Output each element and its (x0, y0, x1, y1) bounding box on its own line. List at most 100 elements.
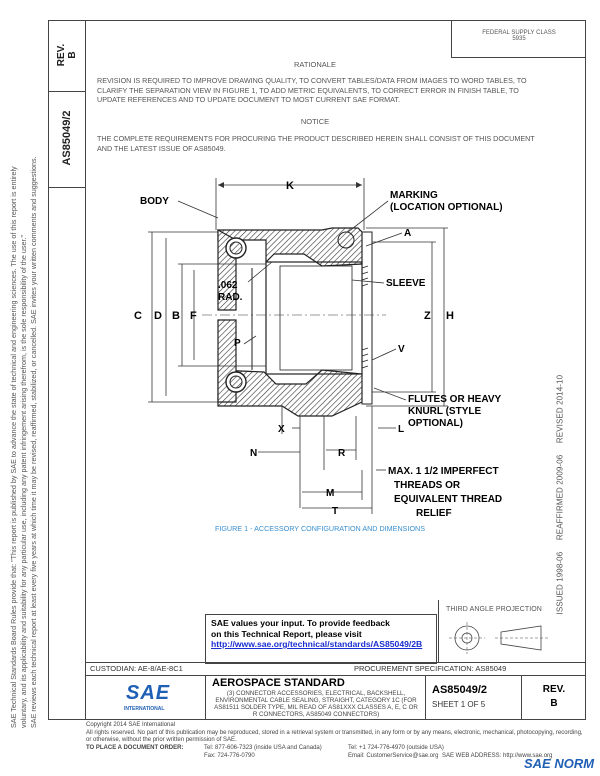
watermark: SAE NORM (524, 756, 595, 771)
side-rev-label: REV. (56, 43, 67, 67)
title-block: SAE INTERNATIONAL AEROSPACE STANDARD (3)… (86, 676, 586, 720)
left-side-column (48, 20, 86, 720)
label-flutes-1: FLUTES OR HEAVY (408, 394, 501, 405)
label-marking: MARKING (390, 190, 438, 201)
label-body: BODY (140, 196, 169, 207)
side-legal-text: SAE Technical Standards Board Rules prov… (2, 156, 46, 728)
feedback-link[interactable]: http://www.sae.org/technical/standards/A… (211, 639, 423, 649)
accessory-configuration-drawing: K C D B F Z (134, 178, 503, 519)
label-k: K (286, 180, 294, 192)
sae-logo-sub: INTERNATIONAL (124, 706, 165, 712)
label-threads-1: MAX. 1 1/2 IMPERFECT (388, 466, 499, 477)
feedback-box: SAE values your input. To provide feedba… (205, 614, 437, 664)
label-flutes-2: KNURL (STYLE (408, 406, 481, 417)
lower-screw-core (229, 375, 243, 389)
body-leader (177, 200, 219, 219)
aerospace-standard: AEROSPACE STANDARD (212, 677, 345, 689)
custodian-text: CUSTODIAN: AE-8/AE-8C1 (90, 664, 183, 673)
footer: Copyright 2014 SAE International All rig… (86, 722, 586, 761)
label-n: N (250, 448, 257, 459)
side-rev-value: B (67, 51, 78, 59)
label-sleeve: SLEEVE (386, 278, 426, 289)
projection-label: THIRD ANGLE PROJECTION (446, 606, 542, 613)
feedback-line-2: on this Technical Report, please visit (211, 628, 362, 639)
side-doc-number: AS85049/2 (61, 110, 73, 166)
federal-supply-class-box: FEDERAL SUPPLY CLASS 5935 (451, 20, 586, 58)
document-title: (3) CONNECTOR ACCESSORIES, ELECTRICAL, B… (214, 690, 418, 718)
label-rad: RAD. (218, 292, 243, 303)
label-h: H (446, 310, 454, 322)
label-m: M (326, 488, 334, 499)
flute-ring (361, 231, 373, 405)
page-frame (48, 20, 586, 720)
left-dimension-lines (148, 231, 266, 403)
legal-line-2: voluntary, and its applicability and sui… (19, 234, 28, 728)
sae-logo: SAE (126, 682, 171, 704)
figure-caption: FIGURE 1 - ACCESSORY CONFIGURATION AND D… (214, 524, 426, 533)
v-leader (371, 348, 397, 361)
side-doc-box: AS85049/2 (48, 92, 86, 188)
footer-fax: Fax: 724-776-0790 (204, 752, 255, 759)
label-c: C (134, 310, 142, 322)
revision-dates: ISSUED 1998-06 REAFFIRMED 2009-06 REVISE… (540, 375, 580, 620)
footer-tel1: Tel: 877-606-7323 (inside USA and Canada… (204, 744, 322, 751)
label-p: P (234, 338, 241, 349)
label-threads-3: EQUIVALENT THREAD (394, 494, 502, 505)
footer-rights: All rights reserved. No part of this pub… (86, 729, 583, 744)
title-rev-label: REV. (542, 684, 566, 695)
sleeve-inner (279, 265, 353, 371)
notice-body: THE COMPLETE REQUIREMENTS FOR PROCURING … (97, 134, 535, 153)
marking-leader (347, 200, 389, 233)
footer-copyright: Copyright 2014 SAE International (86, 722, 176, 728)
label-x: X (278, 424, 285, 435)
label-threads-4: RELIEF (416, 508, 452, 519)
side-rev-box: REV. B (48, 20, 86, 92)
description-cell: AEROSPACE STANDARD (3) CONNECTOR ACCESSO… (206, 676, 426, 720)
sheet-number: SHEET 1 OF 5 (432, 700, 486, 709)
upper-screw-core (229, 241, 243, 255)
class-line-2: 5935 (512, 36, 526, 42)
label-r: R (338, 448, 346, 459)
label-l: L (398, 424, 404, 435)
right-dimension-lines (366, 227, 448, 407)
rev-cell: REV. B (522, 676, 586, 720)
legal-line-3: SAE reviews each technical report at lea… (29, 156, 38, 728)
label-a: A (404, 228, 411, 239)
reaffirmed-date: REAFFIRMED 2009-06 (555, 454, 565, 541)
logo-cell: SAE INTERNATIONAL (86, 676, 206, 720)
notice-heading: NOTICE (300, 117, 330, 126)
k-arrow-left (218, 182, 224, 188)
k-arrow-right (356, 182, 362, 188)
revised-date: REVISED 2014-10 (555, 374, 565, 444)
feedback-line-1: SAE values your input. To provide feedba… (211, 618, 390, 628)
p-leader (243, 335, 257, 345)
label-z: Z (424, 310, 431, 322)
procurement-spec: PROCUREMENT SPECIFICATION: AS85049 (354, 664, 507, 673)
footer-tel2: Tel: +1 724-776-4970 (outside USA) (348, 744, 444, 751)
a-leader (365, 232, 403, 247)
label-f: F (190, 310, 197, 322)
footer-order: TO PLACE A DOCUMENT ORDER: (86, 744, 184, 751)
sleeve-leader (351, 279, 385, 284)
label-threads-2: THREADS OR (394, 480, 461, 491)
title-rev-value: B (550, 698, 558, 709)
rationale-body: REVISION IS REQUIRED TO IMPROVE DRAWING … (97, 76, 527, 104)
marking-ring (337, 231, 355, 249)
label-d: D (154, 310, 162, 322)
footer-email: Email: CustomerService@sae.org (348, 752, 439, 759)
label-marking-sub: (LOCATION OPTIONAL) (390, 202, 503, 213)
label-rad-value: .062 (218, 280, 238, 291)
class-line-1: FEDERAL SUPPLY CLASS (482, 30, 556, 36)
flutes-leader (373, 387, 407, 401)
rad-leader (247, 261, 273, 283)
thread-marks-right (361, 265, 369, 369)
label-v: V (398, 344, 405, 355)
custodian-row: CUSTODIAN: AE-8/AE-8C1 PROCUREMENT SPECI… (86, 662, 586, 676)
third-angle-icon (449, 622, 549, 654)
rationale-heading: RATIONALE (294, 60, 336, 69)
label-b: B (172, 310, 180, 322)
title-doc-number: AS85049/2 (432, 684, 488, 696)
footer-web[interactable]: SAE WEB ADDRESS: http://www.sae.org (442, 752, 553, 759)
bottom-dimension-lines (258, 406, 396, 514)
legal-line-1: SAE Technical Standards Board Rules prov… (9, 166, 18, 728)
